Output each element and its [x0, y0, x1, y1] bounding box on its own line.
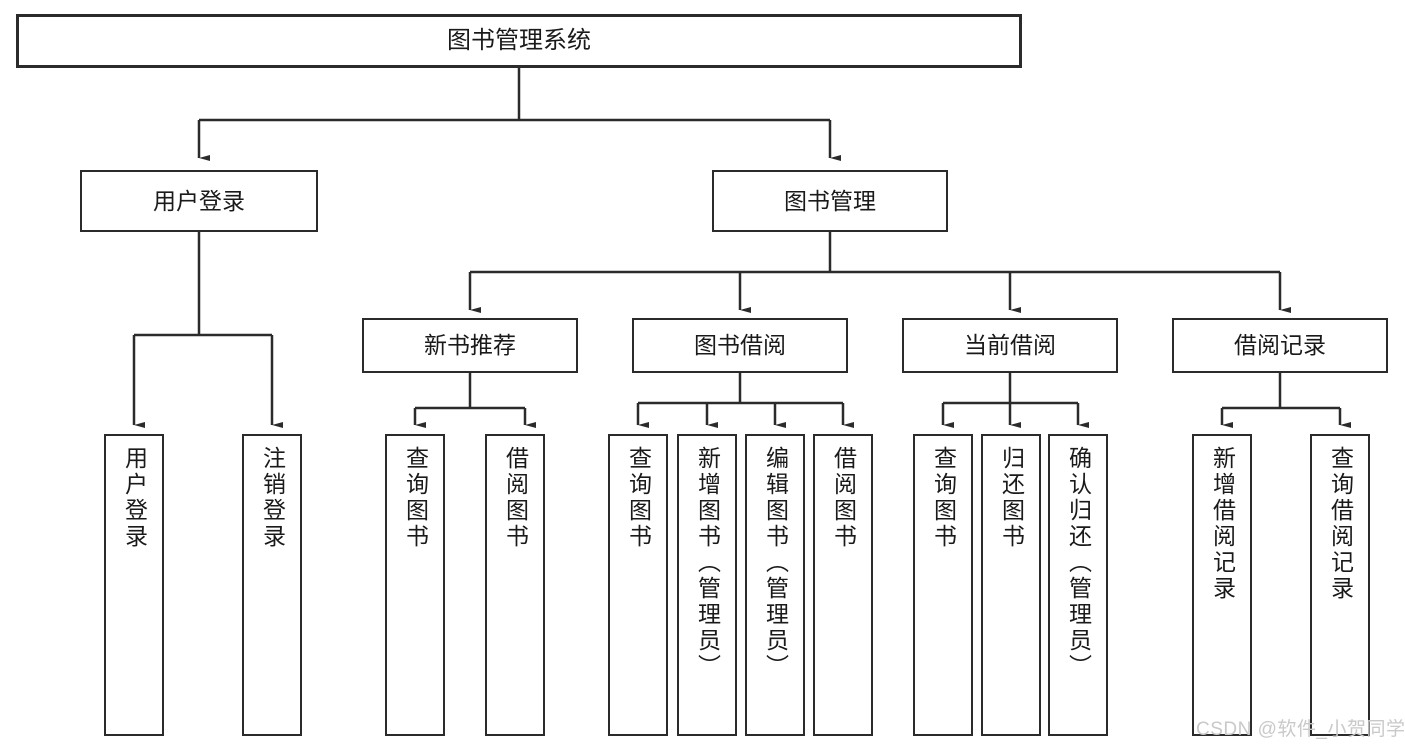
leaf-logout[interactable]: 注销登录 [242, 434, 302, 736]
leaf-add-book-admin[interactable]: 新增图书（管理员） [677, 434, 737, 736]
leaf-query-borrow-record[interactable]: 查询借阅记录 [1310, 434, 1370, 736]
leaf-query-book-recommend[interactable]: 查询图书 [385, 434, 445, 736]
node-label: 借阅图书 [502, 446, 529, 550]
node-label: 归还图书 [998, 446, 1025, 550]
node-label: 查询借阅记录 [1327, 446, 1354, 602]
node-label: 注销登录 [259, 446, 286, 550]
leaf-confirm-return-admin[interactable]: 确认归还（管理员） [1048, 434, 1108, 736]
node-label: 图书管理 [784, 187, 876, 214]
node-label: 查询图书 [625, 446, 652, 550]
node-book-management-system[interactable]: 图书管理系统 [16, 14, 1022, 68]
leaf-user-login[interactable]: 用户登录 [104, 434, 164, 736]
node-label: 借阅记录 [1234, 332, 1326, 359]
leaf-query-book-current[interactable]: 查询图书 [913, 434, 973, 736]
leaf-query-book-borrow[interactable]: 查询图书 [608, 434, 668, 736]
leaf-return-book[interactable]: 归还图书 [981, 434, 1041, 736]
node-label: 图书借阅 [694, 332, 786, 359]
node-current-borrow[interactable]: 当前借阅 [902, 318, 1118, 373]
watermark-text: CSDN @软件_小贺同学 [1196, 719, 1405, 740]
node-label: 查询图书 [402, 446, 429, 550]
node-label: 用户登录 [153, 187, 245, 214]
node-borrow-record[interactable]: 借阅记录 [1172, 318, 1388, 373]
node-book-borrow[interactable]: 图书借阅 [632, 318, 848, 373]
leaf-borrow-book-recommend[interactable]: 借阅图书 [485, 434, 545, 736]
node-new-book-recommend[interactable]: 新书推荐 [362, 318, 578, 373]
node-label: 编辑图书（管理员） [762, 446, 789, 680]
leaf-borrow-book[interactable]: 借阅图书 [813, 434, 873, 736]
node-label: 查询图书 [930, 446, 957, 550]
node-label: 图书管理系统 [447, 27, 591, 54]
node-label: 借阅图书 [830, 446, 857, 550]
node-book-management[interactable]: 图书管理 [712, 170, 948, 232]
leaf-edit-book-admin[interactable]: 编辑图书（管理员） [745, 434, 805, 736]
node-user-login[interactable]: 用户登录 [80, 170, 318, 232]
node-label: 用户登录 [121, 446, 148, 550]
node-label: 新增图书（管理员） [694, 446, 721, 680]
leaf-add-borrow-record[interactable]: 新增借阅记录 [1192, 434, 1252, 736]
node-label: 当前借阅 [964, 332, 1056, 359]
node-label: 确认归还（管理员） [1065, 446, 1092, 680]
node-label: 新增借阅记录 [1209, 446, 1236, 602]
node-label: 新书推荐 [424, 332, 516, 359]
